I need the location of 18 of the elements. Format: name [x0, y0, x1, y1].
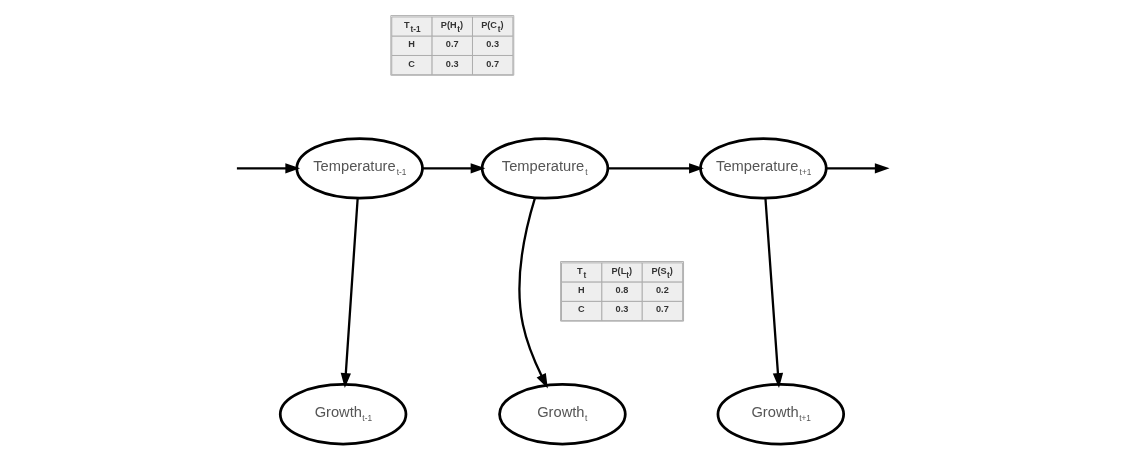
label: 0.3	[485, 39, 499, 50]
label: P(H$_{t}$)	[440, 19, 463, 35]
label: 0.2	[655, 285, 669, 296]
label: C	[577, 304, 585, 315]
label: T$_{t-1}$	[403, 19, 421, 35]
label: 0.3	[615, 304, 628, 315]
label: P(L$_{t}$)	[611, 265, 632, 281]
label: 0.7	[445, 39, 459, 50]
label: 0.7	[655, 304, 669, 315]
label: P(C$_{t}$)	[480, 19, 504, 35]
label: 0.3	[445, 58, 459, 69]
label: H	[577, 285, 585, 296]
label: 0.8	[615, 285, 628, 296]
label: C	[407, 58, 415, 69]
label: T$_{t}$	[576, 265, 586, 281]
label: H	[407, 39, 415, 50]
label: 0.7	[485, 58, 499, 69]
label: P(S$_{t}$)	[650, 265, 673, 281]
